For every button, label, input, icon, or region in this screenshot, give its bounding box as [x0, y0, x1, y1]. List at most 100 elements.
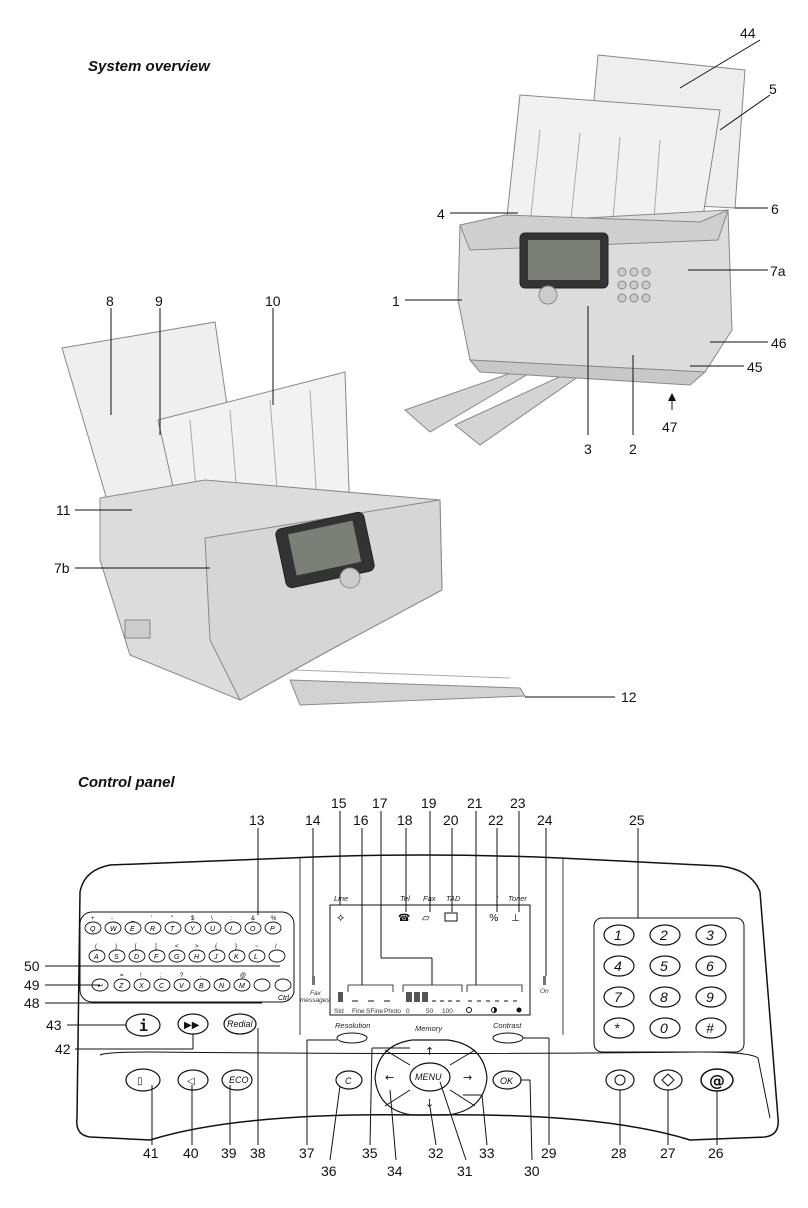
keypad-2[interactable]	[649, 924, 681, 946]
eco-label: ECO	[229, 1075, 249, 1085]
key-c[interactable]	[153, 978, 171, 992]
keypad-label-3: 3	[706, 927, 714, 943]
speaker-button[interactable]	[177, 1069, 209, 1091]
c-label: C	[345, 1076, 352, 1086]
key-slash[interactable]	[268, 949, 286, 963]
callout-2: 2	[629, 441, 637, 457]
callout-17: 17	[372, 795, 388, 811]
directory-button[interactable]	[125, 1068, 161, 1092]
start-icon	[661, 1073, 675, 1087]
key-m[interactable]	[233, 978, 251, 992]
keypad-4[interactable]	[603, 955, 635, 977]
resolution-button[interactable]	[336, 1032, 368, 1044]
keypad-label-5: 5	[660, 958, 668, 974]
key-j-label: J	[213, 954, 218, 961]
key-y[interactable]	[184, 921, 202, 935]
callout-29: 29	[541, 1145, 557, 1161]
callout-3: 3	[584, 441, 592, 457]
key-v[interactable]	[173, 978, 191, 992]
key-q[interactable]	[84, 921, 102, 935]
key-at[interactable]	[253, 978, 271, 992]
right-arrow-icon[interactable]: →	[463, 1071, 472, 1084]
keypad-star[interactable]	[603, 1017, 635, 1039]
on-led	[543, 976, 546, 985]
res-std-label: Std	[334, 1008, 344, 1015]
key-p[interactable]	[264, 921, 282, 935]
key-p-label: P	[270, 926, 275, 933]
key-x[interactable]	[133, 978, 151, 992]
keypad-8[interactable]	[649, 986, 681, 1008]
menu-button[interactable]: MENU	[415, 1072, 442, 1082]
keypad-7[interactable]	[603, 986, 635, 1008]
key-a[interactable]	[88, 949, 106, 963]
key-enter[interactable]	[91, 978, 109, 992]
callout-38: 38	[250, 1145, 266, 1161]
keypad-1[interactable]	[603, 924, 635, 946]
key-b-symbol: .	[200, 973, 202, 979]
keypad-3[interactable]	[695, 924, 727, 946]
c-button[interactable]	[335, 1070, 363, 1090]
paper-jam-icon: %	[489, 913, 499, 924]
callout-39: 39	[221, 1145, 237, 1161]
key-w-label: W	[110, 926, 118, 933]
callout-7b: 7b	[54, 560, 70, 576]
contrast-label: Contrast	[493, 1021, 522, 1030]
book-icon: ▯	[137, 1076, 143, 1087]
key-b[interactable]	[193, 978, 211, 992]
key-u-symbol: \	[211, 916, 213, 922]
key-g[interactable]	[168, 949, 186, 963]
callout-44: 44	[740, 25, 756, 41]
key-h[interactable]	[188, 949, 206, 963]
contrast-light-icon	[466, 1007, 472, 1013]
key-t[interactable]	[164, 921, 182, 935]
key-o-symbol: &	[251, 916, 255, 922]
key-y-symbol: $	[191, 916, 195, 922]
callout-11: 11	[56, 502, 71, 518]
key-c-symbol: ;	[160, 973, 162, 979]
key-n[interactable]	[213, 978, 231, 992]
up-arrow-icon[interactable]: ↑	[425, 1045, 434, 1058]
contrast-button[interactable]	[492, 1032, 524, 1044]
key-s-symbol: )	[115, 944, 117, 950]
key-b-label: B	[199, 983, 204, 990]
key-u[interactable]	[204, 921, 222, 935]
key-z-label: Z	[118, 983, 124, 990]
stop-button[interactable]	[605, 1069, 635, 1091]
callout-31: 31	[457, 1163, 473, 1179]
key-i[interactable]	[224, 921, 242, 935]
key-e[interactable]	[124, 921, 142, 935]
left-arrow-icon[interactable]: ←	[385, 1071, 394, 1084]
start-button[interactable]	[653, 1069, 683, 1091]
key-w[interactable]	[104, 921, 122, 935]
fax-machine-front-view	[404, 54, 746, 446]
redial-button[interactable]	[223, 1013, 257, 1035]
key-j[interactable]	[208, 949, 226, 963]
keypad-6[interactable]	[695, 955, 727, 977]
down-arrow-icon[interactable]: ↓	[425, 1097, 434, 1110]
callout-32: 32	[428, 1145, 444, 1161]
res-sfine-label: SFine	[366, 1008, 383, 1015]
keypad-hash[interactable]	[695, 1017, 727, 1039]
memory-bar-2	[414, 992, 420, 1002]
keypad-0[interactable]	[649, 1017, 681, 1039]
key-z[interactable]	[113, 978, 131, 992]
key-r[interactable]	[144, 921, 162, 935]
callout-23: 23	[510, 795, 526, 811]
key-s[interactable]	[108, 949, 126, 963]
eco-button[interactable]	[221, 1069, 253, 1091]
key-f[interactable]	[148, 949, 166, 963]
key-o[interactable]	[244, 921, 262, 935]
keypad-9[interactable]	[695, 986, 727, 1008]
navigation-cluster	[374, 1039, 488, 1116]
key-q-symbol: +	[91, 916, 95, 922]
keyboard-keys: Q+W-E_R'T"Y$U\I:O&P%A(S)D[F]G<H>J{K}L~/↵…	[84, 916, 292, 1002]
key-k[interactable]	[228, 949, 246, 963]
keypad-label-1: 1	[614, 927, 622, 943]
keypad-5[interactable]	[649, 955, 681, 977]
label-fax: Fax	[423, 894, 436, 903]
key-i-label: I	[230, 926, 232, 933]
key-ctrl[interactable]	[274, 978, 292, 992]
key-l[interactable]	[248, 949, 266, 963]
key-d[interactable]	[128, 949, 146, 963]
info-icon: i	[139, 1017, 148, 1035]
